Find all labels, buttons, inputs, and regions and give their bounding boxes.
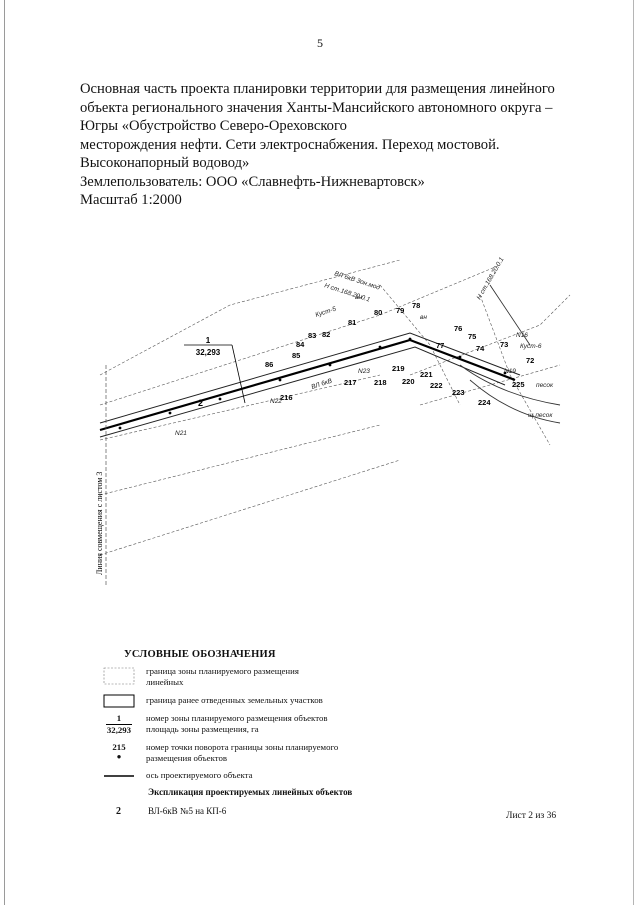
point-label: 80 (374, 308, 382, 317)
map-label: Н ст.168.20.0.1 (476, 256, 506, 301)
point-label: 83 (308, 331, 316, 340)
boundary-line (99, 459, 401, 556)
point-label: 72 (526, 356, 534, 365)
map-label: вн (355, 294, 362, 301)
heading-line: Основная часть проекта планировки террит… (80, 81, 555, 97)
map-label: N22 (270, 398, 282, 405)
boundary-line (99, 259, 401, 376)
legend-title: УСЛОВНЫЕ ОБОЗНАЧЕНИЯ (124, 649, 276, 660)
point-label: 73 (500, 340, 508, 349)
point-label: 74 (476, 344, 485, 353)
site-plan-map: 86 85 84 83 82 81 80 79 78 77 76 75 74 7… (95, 256, 571, 585)
dot-icon: ● (116, 752, 122, 761)
heading-line: месторождения нефти. Сети электроснабжен… (80, 136, 500, 153)
point-label: 78 (412, 301, 420, 310)
point-label: 222 (430, 381, 443, 390)
map-label: щ.песок (528, 412, 553, 419)
road-edge (489, 284, 531, 346)
point-label: 223 (452, 388, 465, 397)
explication-number: 2 (116, 806, 121, 817)
point-label: 219 (392, 364, 405, 373)
map-label: N16 (516, 332, 528, 339)
point-label: 85 (292, 351, 300, 360)
point-label: 216 (280, 393, 293, 402)
heading-line: Югры «Обустройство Северо-Ореховского (80, 118, 347, 134)
point-label: 217 (344, 378, 357, 387)
page-border-right (633, 0, 634, 905)
point-label: 82 (322, 330, 330, 339)
road-edge (469, 379, 561, 424)
explication-title: Экспликация проектируемых линейных объек… (148, 787, 353, 797)
boundary-line (379, 284, 461, 406)
boundary-line (479, 294, 551, 446)
map-label: N23 (358, 368, 370, 375)
point-label: 75 (468, 332, 476, 341)
turning-point (503, 371, 507, 375)
map-label: вн (420, 314, 427, 321)
turning-point-symbol: 215 ● (100, 742, 138, 761)
boundary-line (99, 424, 381, 496)
document-heading: Основная часть проекта планировки террит… (80, 80, 570, 210)
zone-lower-boundary (99, 346, 506, 438)
legend-text: номер зоны планируемого размещения объек… (146, 713, 328, 734)
map-label: песок (536, 382, 554, 389)
match-line-label: Линия совмещения с листом 3 (95, 472, 104, 575)
point-label: 221 (420, 370, 433, 379)
turning-point (278, 378, 282, 382)
zone-upper-boundary (99, 332, 521, 424)
axis-line-symbol (104, 775, 134, 777)
map-label: Куст-6 (520, 343, 542, 350)
zone-symbol: 1 32,293 (106, 713, 132, 735)
point-label: 86 (265, 360, 273, 369)
turning-point (378, 345, 382, 349)
legend-text: ось проектируемого объекта (146, 770, 253, 780)
point-label: 220 (402, 377, 415, 386)
legend-text: граница ранее отведенных земельных участ… (146, 695, 323, 705)
zone-number: 1 (206, 336, 211, 345)
point-label: 218 (374, 378, 387, 387)
point-label: 84 (296, 340, 305, 349)
point-label: 77 (436, 341, 444, 350)
turning-point (458, 355, 462, 359)
turning-point (218, 397, 222, 401)
allocated-plot-boundaries (99, 259, 571, 556)
dotted-boundary-symbol (103, 667, 135, 685)
map-label: Куст-5 (314, 305, 337, 318)
point-label: 224 (478, 398, 491, 407)
road-edge (459, 364, 561, 406)
legend-text: номер точки поворота границы зоны планир… (146, 742, 339, 763)
point-label: 76 (454, 324, 462, 333)
heading-line: Землепользователь: ООО «Славнефть-Нижнев… (80, 173, 425, 190)
page-border-left (4, 0, 5, 905)
zone-area: 32,293 (196, 348, 221, 357)
road-lines (459, 284, 561, 424)
heading-line: объекта регионального значения Ханты-Ман… (80, 99, 553, 116)
turning-point (408, 337, 412, 341)
turning-point (118, 426, 122, 430)
boundary-line (379, 264, 501, 316)
page-number: 5 (317, 36, 323, 50)
map-label: N21 (175, 430, 187, 437)
line-number-label: 2 (198, 398, 203, 408)
turning-point (328, 363, 332, 367)
point-label: 225 (512, 380, 525, 389)
heading-line: Масштаб 1:2000 (80, 192, 182, 208)
zone-boundary (99, 332, 521, 438)
solid-boundary-symbol (103, 694, 135, 708)
boundary-line (419, 364, 561, 406)
boundary-line (99, 374, 381, 441)
zone-callout: 1 32,293 (184, 336, 246, 404)
sheet-label: Лист 2 из 36 (506, 811, 557, 821)
legend-text: граница зоны планируемого размещения лин… (146, 666, 299, 687)
callout-leader (231, 344, 246, 404)
point-label: 79 (396, 306, 404, 315)
heading-line: Высоконапорный водовод» (80, 155, 250, 171)
map-label: N19 (504, 368, 516, 375)
turning-point (168, 411, 172, 415)
boundary-line (99, 314, 381, 406)
boundary-line (409, 294, 571, 376)
explication-text: ВЛ-6кВ №5 на КП-6 (148, 806, 227, 816)
point-label: 81 (348, 318, 356, 327)
map-label: ВЛ 6кВ (310, 377, 333, 390)
